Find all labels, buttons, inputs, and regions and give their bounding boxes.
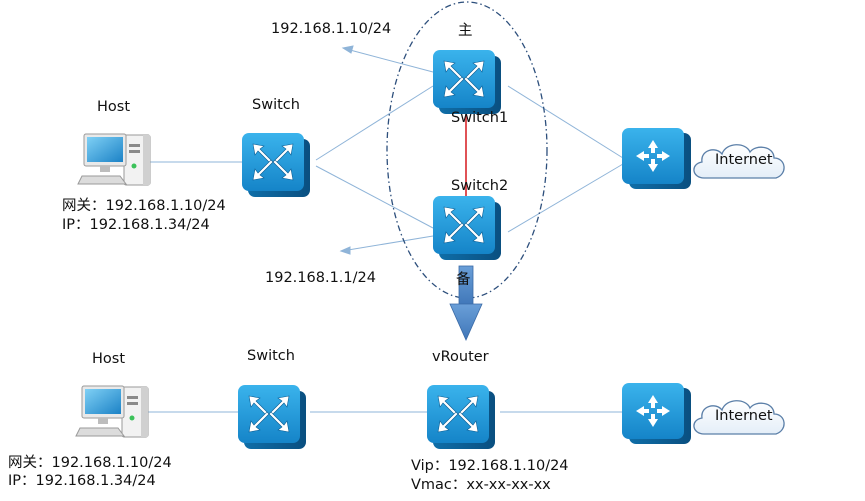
top-host-ip: IP：192.168.1.34/24 [62, 217, 210, 233]
switch1-icon [432, 49, 502, 115]
top-host-icon [77, 133, 151, 186]
bottom-router-icon [622, 383, 691, 444]
vrouter-title: vRouter [432, 349, 489, 365]
vip-label: Vip：192.168.1.10/24 [411, 458, 569, 474]
real-ip-label: 192.168.1.1/24 [265, 270, 376, 286]
top-router-icon [622, 128, 691, 189]
bottom-switch-icon [237, 384, 307, 450]
top-host-title: Host [97, 99, 131, 115]
top-host-gateway: 网关：192.168.1.10/24 [62, 198, 226, 214]
transition-arrow [449, 265, 483, 341]
bottom-switch-title: Switch [247, 348, 295, 364]
ha-group-ellipse [386, 1, 548, 299]
top-internet-label: Internet [715, 152, 773, 168]
vrouter-icon [426, 384, 496, 450]
vip-address-label: 192.168.1.10/24 [271, 21, 392, 37]
switch2-label: Switch2 [451, 178, 509, 194]
top-links [150, 85, 624, 233]
master-label: 主 [458, 23, 473, 39]
bottom-host-title: Host [92, 351, 126, 367]
bottom-host-icon [75, 385, 149, 438]
top-switch-title: Switch [252, 97, 300, 113]
backup-label: 备 [456, 272, 471, 288]
bottom-host-ip: IP：192.168.1.34/24 [8, 473, 156, 489]
bottom-internet-label: Internet [715, 408, 773, 424]
vmac-label: Vmac：xx-xx-xx-xx [411, 477, 551, 493]
switch1-label: Switch1 [451, 110, 509, 126]
ip-pointer-arrows [339, 45, 434, 255]
top-switch-icon [241, 132, 311, 198]
switch2-icon [432, 195, 502, 261]
bottom-host-gateway: 网关：192.168.1.10/24 [8, 455, 172, 471]
